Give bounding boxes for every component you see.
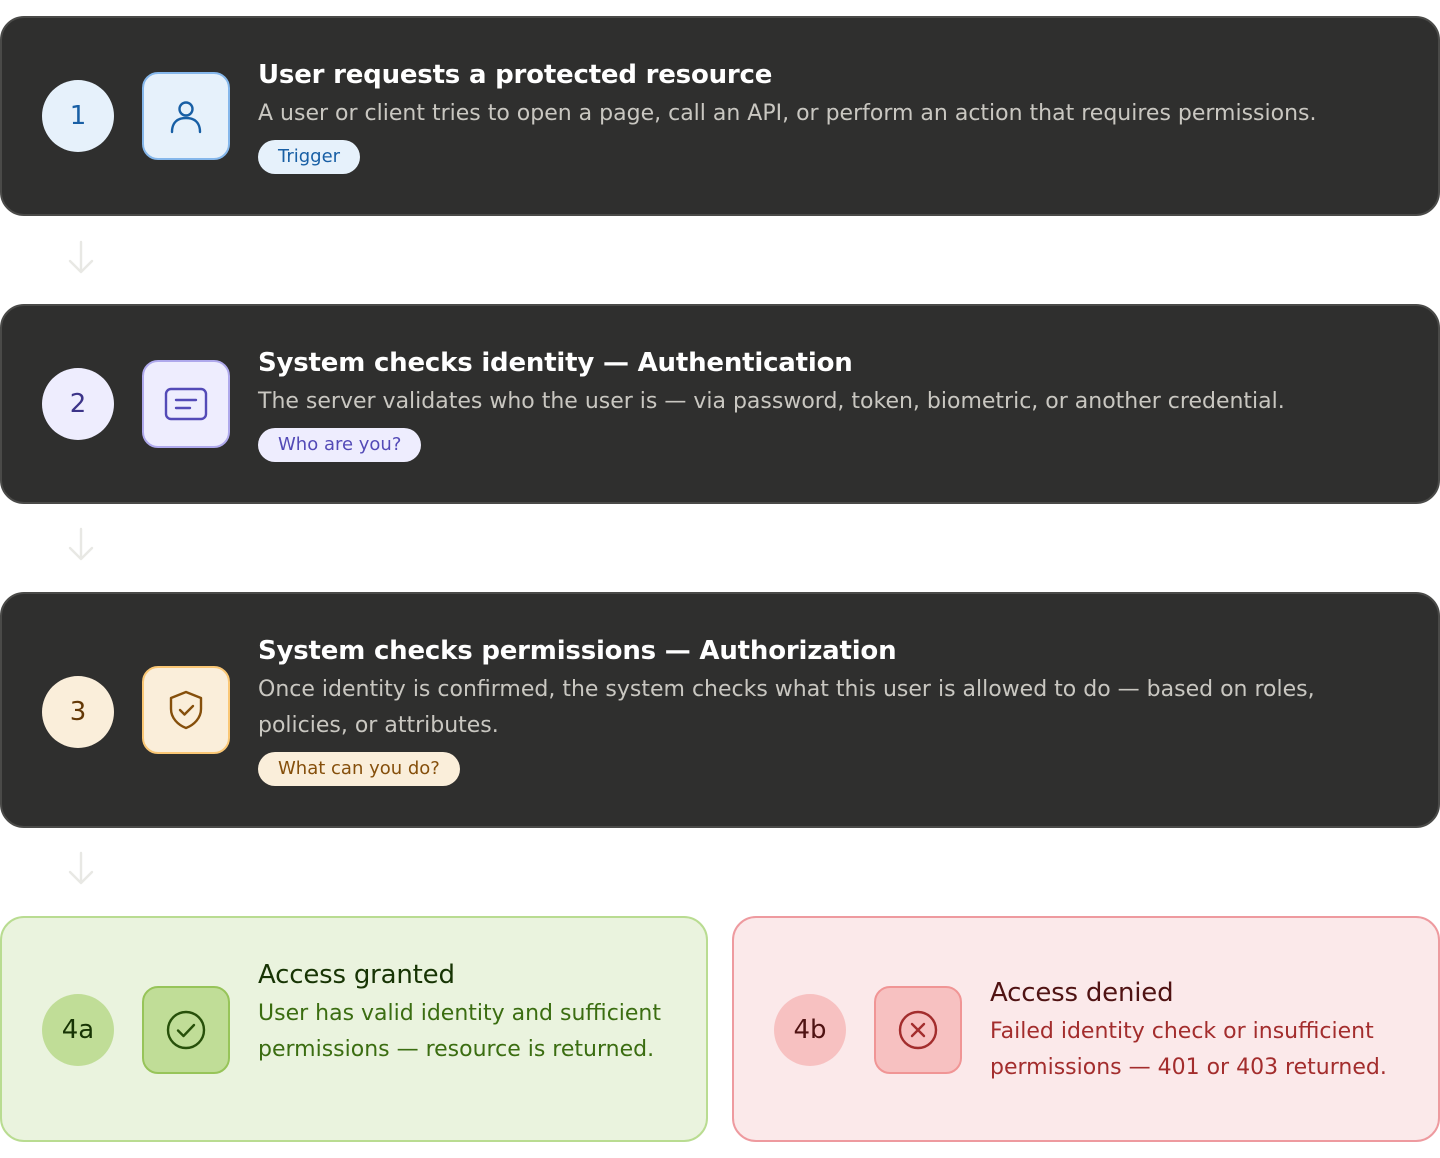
step-text: System checks identity — Authentication …: [258, 346, 1398, 462]
step-tag: Trigger: [258, 140, 361, 174]
step-text: User requests a protected resource A use…: [258, 58, 1398, 174]
step-description: The server validates who the user is — v…: [258, 389, 1285, 414]
outcome-number-badge: 4a: [42, 994, 114, 1066]
outcome-text: Access denied Failed identity check or i…: [990, 976, 1414, 1086]
outcome-card-denied: 4b Access denied Failed identity check o…: [732, 916, 1440, 1142]
step-card-request: 1 User requests a protected resource A u…: [0, 16, 1440, 216]
user-icon: [142, 72, 230, 160]
step-description: A user or client tries to open a page, c…: [258, 101, 1317, 126]
arrow-down-icon: [68, 527, 94, 561]
arrow-down-icon: [68, 851, 94, 885]
x-circle-icon: [874, 986, 962, 1074]
outcome-card-granted: 4a Access granted User has valid identit…: [0, 916, 708, 1142]
step-description: Once identity is confirmed, the system c…: [258, 677, 1315, 738]
outcome-text: Access granted User has valid identity a…: [258, 958, 682, 1068]
step-number-badge: 3: [42, 676, 114, 748]
step-text: System checks permissions — Authorizatio…: [258, 634, 1398, 786]
step-number-badge: 2: [42, 368, 114, 440]
check-circle-icon: [142, 986, 230, 1074]
step-number-badge: 1: [42, 80, 114, 152]
id-card-icon: [142, 360, 230, 448]
arrow-down-icon: [68, 240, 94, 274]
step-title: System checks identity — Authentication: [258, 348, 853, 378]
outcome-description: User has valid identity and sufficient p…: [258, 1001, 662, 1062]
step-tag: Who are you?: [258, 428, 422, 462]
step-card-authentication: 2 System checks identity — Authenticatio…: [0, 304, 1440, 504]
shield-check-icon: [142, 666, 230, 754]
step-tag: What can you do?: [258, 752, 460, 786]
step-card-authorization: 3 System checks permissions — Authorizat…: [0, 592, 1440, 828]
step-title: User requests a protected resource: [258, 60, 773, 90]
outcome-title: Access denied: [990, 978, 1174, 1008]
step-title: System checks permissions — Authorizatio…: [258, 636, 897, 666]
outcome-description: Failed identity check or insufficient pe…: [990, 1019, 1387, 1080]
outcome-number-badge: 4b: [774, 994, 846, 1066]
outcome-title: Access granted: [258, 960, 455, 990]
